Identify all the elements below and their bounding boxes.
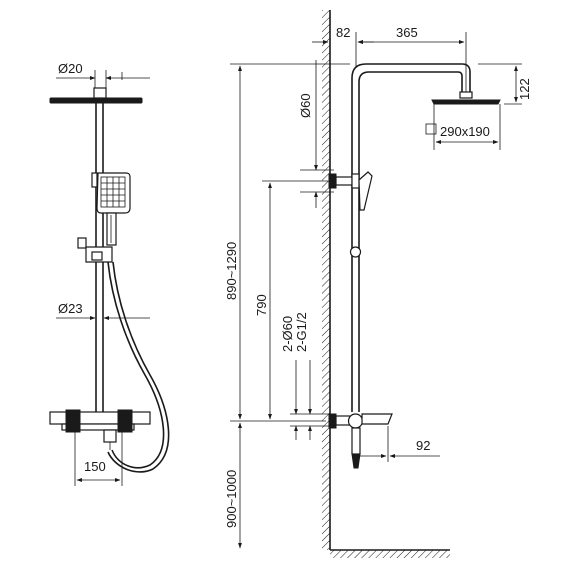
side-dim-head-drop: 122 bbox=[478, 63, 532, 105]
side-dim-top: 82 365 bbox=[312, 25, 467, 92]
front-hose bbox=[107, 261, 170, 473]
side-dim-rail-height-label: 790 bbox=[254, 294, 269, 316]
side-dim-wall-offset-label: 82 bbox=[336, 25, 350, 40]
side-riser-arm bbox=[351, 63, 471, 412]
side-wall bbox=[322, 10, 450, 558]
side-dim-total-height: 890~1290 bbox=[224, 63, 350, 422]
front-valve bbox=[49, 409, 151, 450]
side-dim-head-drop-label: 122 bbox=[517, 78, 532, 100]
side-dim-rail-height: 790 bbox=[254, 180, 328, 420]
side-dim-valve-depth: 92 bbox=[356, 426, 440, 462]
side-dim-total-height-label: 890~1290 bbox=[224, 242, 239, 300]
side-dim-inlet-thread-label: 2-G1/2 bbox=[294, 312, 309, 352]
side-slider-knob bbox=[349, 246, 362, 258]
front-dim-riser-label: Ø23 bbox=[58, 301, 83, 316]
front-view: Ø20 bbox=[49, 61, 170, 486]
side-dim-riser-diameter-label: Ø60 bbox=[298, 93, 313, 118]
front-dim-head-pipe-label: Ø20 bbox=[58, 61, 83, 76]
front-dim-valve-width-label: 150 bbox=[84, 459, 106, 474]
side-rain-head bbox=[431, 91, 501, 105]
side-dim-riser-diameter: Ø60 bbox=[298, 60, 334, 208]
side-dim-inlet-spacing-label: 2-Ø60 bbox=[280, 316, 295, 352]
side-dim-valve-depth-label: 92 bbox=[416, 438, 430, 453]
front-slider-bracket bbox=[77, 237, 113, 263]
front-hand-shower bbox=[91, 172, 131, 246]
front-dim-valve-width: 150 bbox=[74, 432, 123, 486]
side-dim-head-size: 290x190 bbox=[425, 104, 501, 150]
side-dim-arm-length-label: 365 bbox=[396, 25, 418, 40]
side-valve bbox=[328, 413, 393, 469]
side-dim-head-size-label: 290x190 bbox=[440, 124, 490, 139]
side-view: 82 365 122 290x190 bbox=[224, 10, 532, 558]
side-dim-install-height-label: 900~1000 bbox=[224, 470, 239, 528]
front-dim-riser: Ø23 bbox=[56, 301, 150, 320]
side-dim-install-height: 900~1000 bbox=[224, 422, 242, 549]
front-dim-head-pipe: Ø20 bbox=[56, 61, 150, 96]
side-upper-bracket bbox=[328, 171, 373, 211]
side-dim-lower-inlet: 2-Ø60 2-G1/2 bbox=[280, 312, 334, 440]
front-rain-head bbox=[49, 87, 143, 104]
